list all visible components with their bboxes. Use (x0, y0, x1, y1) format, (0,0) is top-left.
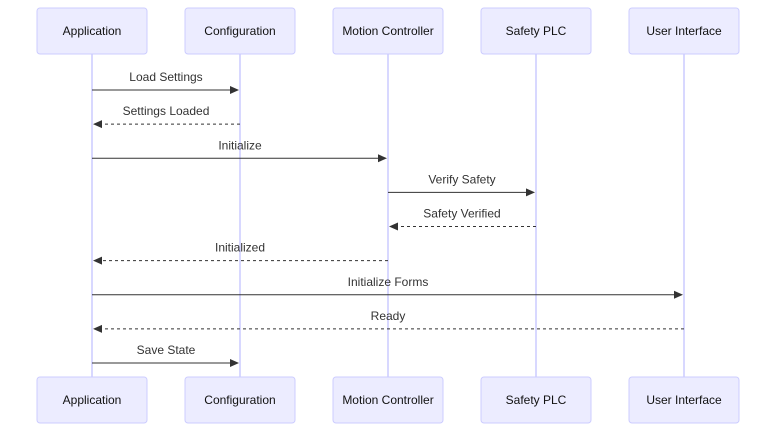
participant-box (36, 7, 148, 55)
arrowhead-icon (378, 154, 387, 163)
participant-label: Motion Controller (342, 24, 433, 38)
participant-ui-bottom[interactable]: User Interface (628, 376, 740, 424)
message-label: Initialized (215, 241, 265, 255)
participant-label: User Interface (646, 24, 722, 38)
participant-label: Motion Controller (342, 393, 433, 407)
arrowhead-icon (674, 290, 683, 299)
message-label: Save State (137, 343, 196, 357)
participant-config-top[interactable]: Configuration (184, 7, 296, 55)
participants-bottom: Application Configuration Motion Controlle… (36, 376, 740, 424)
participant-ui-top[interactable]: User Interface (628, 7, 740, 55)
arrowhead-icon (389, 222, 398, 231)
message-label: Verify Safety (428, 172, 495, 186)
participant-label: Configuration (204, 393, 275, 407)
participant-label: Safety PLC (506, 24, 567, 38)
participant-box (332, 376, 444, 424)
message-6: Initialized (93, 241, 388, 265)
message-label: Initialize Forms (348, 275, 429, 289)
message-label: Ready (371, 309, 406, 323)
message-label: Safety Verified (423, 207, 500, 221)
message-8: Ready (93, 309, 684, 333)
message-label: Initialize (218, 138, 262, 152)
participant-motion-top[interactable]: Motion Controller (332, 7, 444, 55)
lifelines (91, 54, 685, 377)
message-label: Load Settings (129, 70, 202, 84)
arrowhead-icon (230, 359, 239, 367)
participant-box (184, 7, 296, 55)
participant-box (628, 7, 740, 55)
participant-config-bottom[interactable]: Configuration (184, 376, 296, 424)
participant-label: Configuration (204, 24, 275, 38)
participant-label: Safety PLC (506, 393, 567, 407)
participant-label: User Interface (646, 393, 722, 407)
arrowhead-icon (526, 188, 535, 197)
participant-motion-bottom[interactable]: Motion Controller (332, 376, 444, 424)
arrowhead-icon (93, 256, 102, 265)
participant-box (480, 7, 592, 55)
arrowhead-icon (93, 120, 102, 129)
participant-plc-top[interactable]: Safety PLC (480, 7, 592, 55)
message-1: Load Settings (92, 70, 239, 94)
message-3: Initialize (92, 138, 387, 163)
participant-box (628, 376, 740, 424)
participant-app-bottom[interactable]: Application (36, 376, 148, 424)
message-4: Verify Safety (388, 172, 535, 197)
arrowhead-icon (230, 86, 239, 94)
participant-label: Application (63, 24, 122, 38)
participant-box (36, 376, 148, 424)
message-label: Settings Loaded (123, 104, 210, 118)
participant-label: Application (63, 393, 122, 407)
participant-plc-bottom[interactable]: Safety PLC (480, 376, 592, 424)
participant-app-top[interactable]: Application (36, 7, 148, 55)
message-5: Safety Verified (389, 207, 536, 231)
message-7: Initialize Forms (92, 275, 683, 299)
participant-box (184, 376, 296, 424)
participant-box (480, 376, 592, 424)
participants-top: Application Configuration Motion Controlle… (36, 7, 740, 55)
participant-box (332, 7, 444, 55)
message-9: Save State (92, 343, 239, 367)
message-2: Settings Loaded (93, 104, 240, 129)
arrowhead-icon (93, 324, 102, 333)
